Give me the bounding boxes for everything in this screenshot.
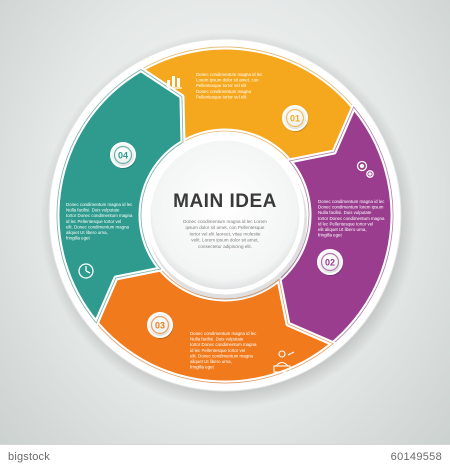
segment-outline-04 [56,69,184,324]
badge-02: 02 [317,249,343,276]
badge-number: 03 [155,320,165,330]
segments-group [54,44,396,386]
badges-group: 01 02 03 04 [110,105,343,339]
icons-group [78,76,374,373]
chart-icon [165,76,182,89]
clock-icon [78,263,94,279]
center-disc [145,135,305,295]
watermark-id: 60149558 [390,451,442,463]
badge-01: 01 [282,105,308,132]
badge-number: 02 [325,257,335,267]
badge-03: 03 [147,312,173,339]
badge-number: 01 [290,113,300,123]
main-title: MAIN IDEA [173,191,277,212]
presenter-icon [273,350,295,373]
badge-number: 04 [118,150,128,160]
watermark-footer: bigstock 60149558 [0,444,450,471]
badge-04: 04 [110,142,136,169]
watermark-brand: bigstock [8,451,50,463]
gears-icon [356,160,374,178]
